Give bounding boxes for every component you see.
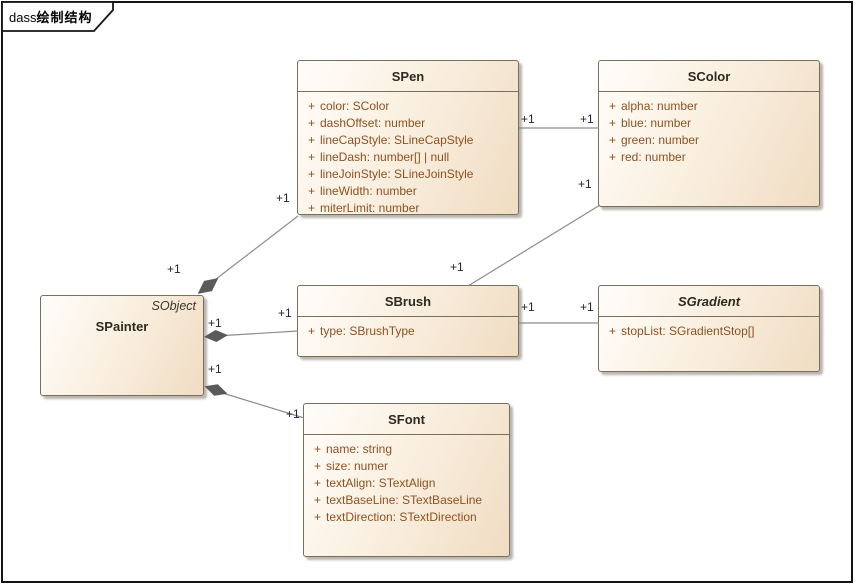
visibility-symbol: +	[314, 510, 322, 524]
visibility-symbol: +	[609, 133, 617, 147]
attribute-text: type: SBrushType	[320, 324, 415, 338]
attribute-row: + lineDash: number[] | null	[298, 149, 518, 166]
class-sfont[interactable]: SFont + name: string + size: numer + textAl…	[303, 403, 510, 557]
attribute-text: stopList: SGradientStop[]	[621, 324, 755, 338]
visibility-symbol: +	[308, 116, 316, 130]
attribute-text: blue: number	[621, 116, 692, 130]
visibility-symbol: +	[314, 459, 322, 473]
visibility-symbol: +	[609, 150, 617, 164]
visibility-symbol: +	[308, 150, 316, 164]
class-spen[interactable]: SPen + color: SColor + dashOffset: number …	[297, 60, 519, 215]
attribute-row: + type: SBrushType	[298, 323, 518, 340]
attribute-text: textBaseLine: STextBaseLine	[326, 493, 483, 507]
attribute-text: red: number	[621, 150, 686, 164]
attribute-row: + stopList: SGradientStop[]	[599, 323, 819, 340]
attribute-row: + lineCapStyle: SLineCapStyle	[298, 132, 518, 149]
attribute-text: lineWidth: number	[320, 184, 417, 198]
visibility-symbol: +	[308, 133, 316, 147]
attribute-text: size: numer	[326, 459, 389, 473]
class-title: SGradient	[599, 286, 819, 317]
visibility-symbol: +	[314, 493, 322, 507]
attribute-compartment: + type: SBrushType	[298, 317, 518, 340]
attribute-row: + blue: number	[599, 115, 819, 132]
attribute-text: miterLimit: number	[320, 201, 420, 215]
attribute-text: textAlign: STextAlign	[326, 476, 436, 490]
attribute-row: + textDirection: STextDirection	[304, 509, 509, 526]
class-title: SPen	[298, 61, 518, 92]
attribute-row: + lineJoinStyle: SLineJoinStyle	[298, 166, 518, 183]
visibility-symbol: +	[308, 324, 316, 338]
visibility-symbol: +	[314, 476, 322, 490]
frame-title: 绘制结构	[36, 10, 93, 25]
frame-keyword: dass	[9, 10, 37, 25]
frame-label: dass绘制结构	[9, 7, 92, 26]
class-sbrush[interactable]: SBrush + type: SBrushType	[297, 285, 519, 357]
multiplicity-label: +1	[521, 300, 535, 314]
attribute-row: + red: number	[599, 149, 819, 166]
class-scolor[interactable]: SColor + alpha: number + blue: number + gre…	[598, 60, 820, 207]
attribute-compartment: + stopList: SGradientStop[]	[599, 317, 819, 340]
attribute-text: color: SColor	[320, 99, 390, 113]
multiplicity-label: +1	[450, 260, 464, 274]
frame-label-tab	[1, 1, 114, 32]
visibility-symbol: +	[308, 201, 316, 215]
class-title: SColor	[599, 61, 819, 92]
class-sgradient[interactable]: SGradient + stopList: SGradientStop[]	[598, 285, 820, 372]
frame-tab-shape	[1, 1, 114, 32]
parent-class-label: SObject	[151, 299, 196, 313]
multiplicity-label: +1	[208, 316, 222, 330]
attribute-row: + miterLimit: number	[298, 200, 518, 217]
attribute-text: alpha: number	[621, 99, 698, 113]
visibility-symbol: +	[314, 442, 322, 456]
attribute-row: + name: string	[304, 441, 509, 458]
visibility-symbol: +	[308, 99, 316, 113]
attribute-row: + textBaseLine: STextBaseLine	[304, 492, 509, 509]
attribute-text: dashOffset: number	[320, 116, 426, 130]
class-title: SFont	[304, 404, 509, 435]
multiplicity-label: +1	[521, 112, 535, 126]
attribute-compartment: + name: string + size: numer + textAlign: S…	[304, 435, 509, 526]
multiplicity-label: +1	[286, 407, 300, 421]
attribute-text: green: number	[621, 133, 700, 147]
multiplicity-label: +1	[278, 306, 292, 320]
attribute-text: lineJoinStyle: SLineJoinStyle	[320, 167, 474, 181]
attribute-compartment: + color: SColor + dashOffset: number + line…	[298, 92, 518, 217]
multiplicity-label: +1	[580, 112, 594, 126]
visibility-symbol: +	[609, 324, 617, 338]
attribute-row: + color: SColor	[298, 98, 518, 115]
attribute-row: + textAlign: STextAlign	[304, 475, 509, 492]
visibility-symbol: +	[308, 184, 316, 198]
attribute-compartment: + alpha: number + blue: number + green: num…	[599, 92, 819, 166]
multiplicity-label: +1	[276, 191, 290, 205]
visibility-symbol: +	[609, 116, 617, 130]
attribute-row: + green: number	[599, 132, 819, 149]
multiplicity-label: +1	[208, 362, 222, 376]
visibility-symbol: +	[308, 167, 316, 181]
attribute-text: name: string	[326, 442, 393, 456]
multiplicity-label: +1	[580, 300, 594, 314]
attribute-row: + size: numer	[304, 458, 509, 475]
multiplicity-label: +1	[167, 262, 181, 276]
visibility-symbol: +	[609, 99, 617, 113]
attribute-text: lineDash: number[] | null	[320, 150, 450, 164]
attribute-row: + alpha: number	[599, 98, 819, 115]
class-title: SBrush	[298, 286, 518, 317]
multiplicity-label: +1	[578, 177, 592, 191]
class-title: SPainter	[95, 319, 149, 334]
attribute-row: + dashOffset: number	[298, 115, 518, 132]
attribute-row: + lineWidth: number	[298, 183, 518, 200]
class-spainter[interactable]: SObject SPainter	[40, 295, 204, 396]
attribute-text: lineCapStyle: SLineCapStyle	[320, 133, 474, 147]
attribute-text: textDirection: STextDirection	[326, 510, 477, 524]
